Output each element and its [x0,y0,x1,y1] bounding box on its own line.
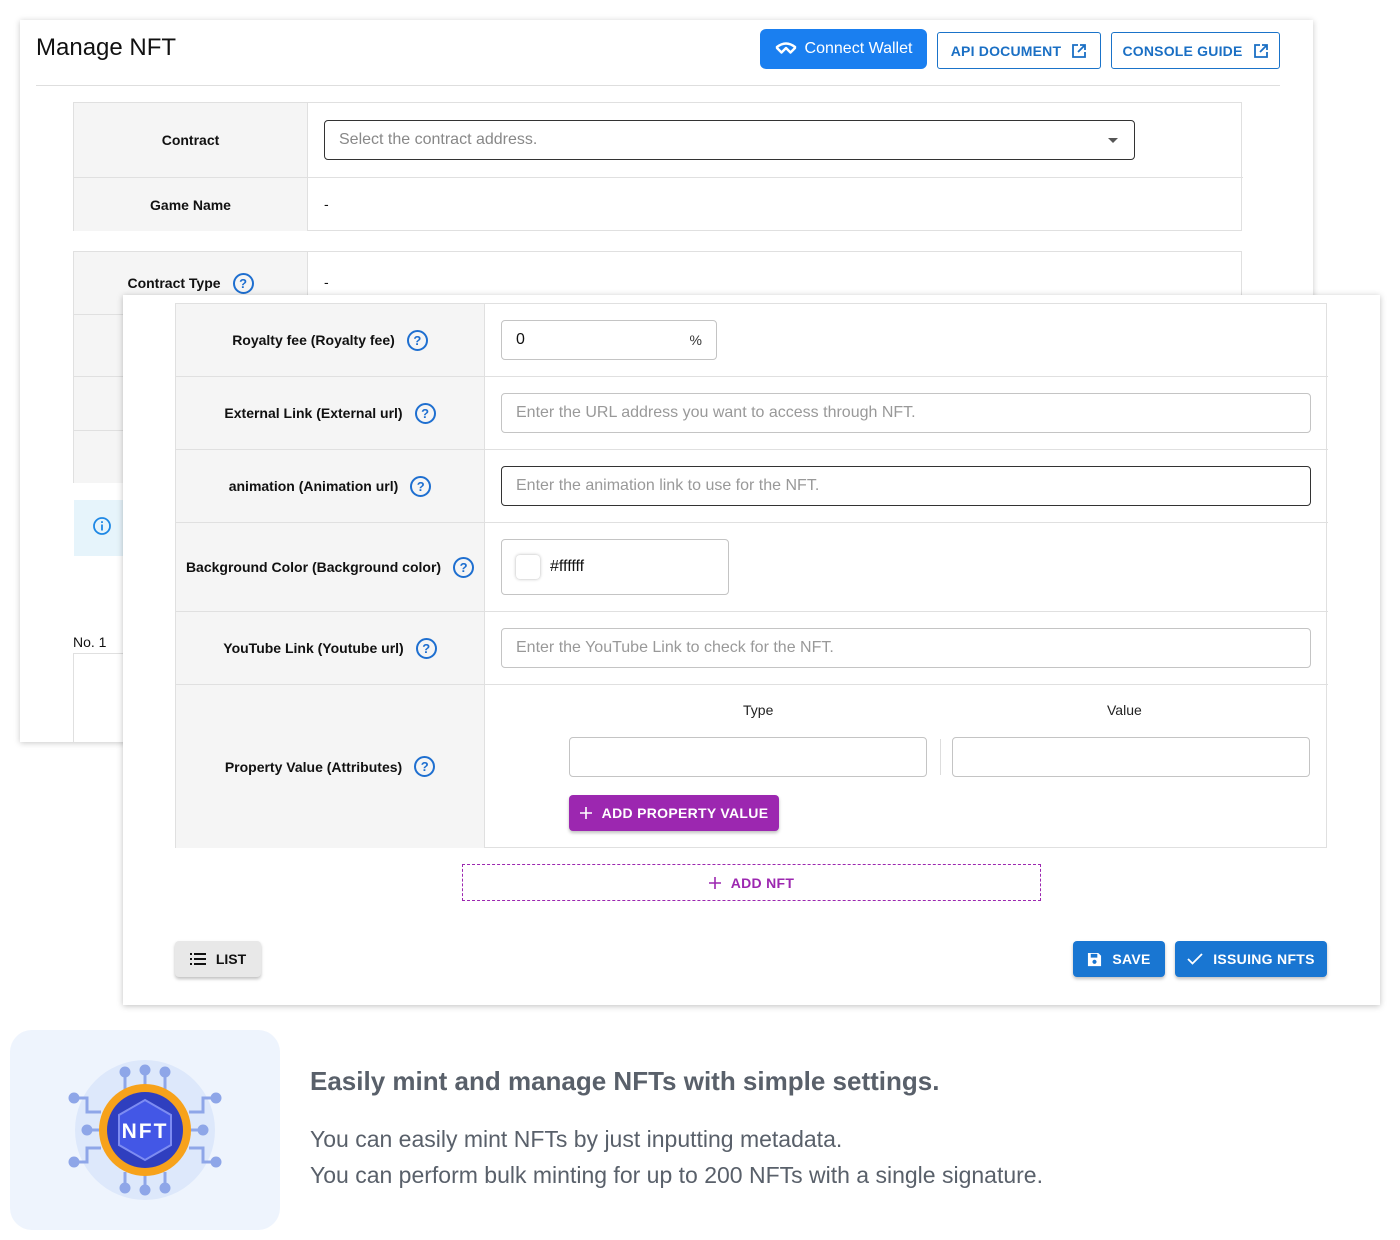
youtube-link-placeholder: Enter the YouTube Link to check for the … [516,639,834,656]
row-divider [176,522,1328,523]
help-icon[interactable]: ? [453,556,475,578]
game-name-value: - [324,196,329,212]
youtube-link-input[interactable]: Enter the YouTube Link to check for the … [501,628,1311,668]
list-label: LIST [215,951,247,967]
youtube-link-label: YouTube Link (Youtube url) ? [176,612,485,684]
nft-feature-card: NFT [10,1030,280,1230]
list-icon [189,953,206,965]
chevron-down-icon [1108,138,1118,143]
title-divider [36,85,1280,86]
external-link-placeholder: Enter the URL address you want to access… [516,404,916,421]
help-icon[interactable]: ? [232,272,254,294]
youtube-link-label-text: YouTube Link (Youtube url) [223,640,404,656]
external-link-label-text: External Link (External url) [224,405,403,421]
wallet-connect-icon [775,42,796,54]
page-title: Manage NFT [36,34,177,61]
info-icon [93,517,111,535]
property-value-input[interactable] [952,737,1310,777]
royalty-label-text: Royalty fee (Royalty fee) [232,332,395,348]
save-label: SAVE [1112,951,1151,967]
feature-title: Easily mint and manage NFTs with simple … [310,1066,940,1096]
animation-label-text: animation (Animation url) [228,478,399,494]
api-document-label: API DOCUMENT [950,42,1062,59]
value-column-header: Value [1107,702,1142,718]
external-link-input[interactable]: Enter the URL address you want to access… [501,393,1311,433]
external-link-icon [1072,43,1087,58]
save-icon [1088,952,1102,966]
type-column-header: Type [743,702,774,718]
connect-wallet-label: Connect Wallet [804,40,913,57]
contract-type-value: - [324,274,329,290]
add-nft-button[interactable]: ADD NFT [462,864,1041,901]
plus-icon [708,876,721,889]
animation-label: animation (Animation url) ? [176,450,485,522]
connect-wallet-button[interactable]: Connect Wallet [760,29,927,69]
help-icon[interactable]: ? [414,402,436,424]
contract-type-label-text: Contract Type [127,275,221,291]
property-type-input[interactable] [569,737,927,777]
check-icon [1187,953,1203,965]
color-swatch[interactable] [516,555,540,579]
help-icon[interactable]: ? [415,637,437,659]
contract-select-placeholder: Select the contract address. [339,131,538,148]
animation-placeholder: Enter the animation link to use for the … [516,477,820,494]
background-color-label-text: Background Color (Background color) [185,559,442,575]
nft-form-panel: Royalty fee (Royalty fee) ? 0 % External… [123,295,1380,1005]
game-name-label-text: Game Name [150,196,231,213]
property-value-label-text: Property Value (Attributes) [224,758,403,775]
api-document-button[interactable]: API DOCUMENT [937,32,1101,69]
row-divider [176,376,1328,377]
game-name-label: Game Name [74,178,308,231]
nft-badge-text: NFT [122,1120,169,1143]
nft-number-label: No. 1 [73,634,107,650]
royalty-value: 0 [516,331,525,348]
help-icon[interactable]: ? [406,329,428,351]
animation-input[interactable]: Enter the animation link to use for the … [501,466,1311,506]
contract-select[interactable]: Select the contract address. [324,120,1135,160]
row-divider [176,611,1328,612]
row-divider [176,449,1328,450]
add-property-value-button[interactable]: ADD PROPERTY VALUE [569,795,779,831]
external-link-label: External Link (External url) ? [176,377,485,449]
contract-table: Contract Game Name - [73,102,1243,231]
external-link-icon [1253,43,1268,58]
issuing-nfts-button[interactable]: ISSUING NFTS [1175,941,1327,977]
add-property-value-label: ADD PROPERTY VALUE [601,805,769,821]
royalty-unit: % [689,332,702,348]
issuing-nfts-label: ISSUING NFTS [1213,951,1315,967]
plus-icon [579,807,592,819]
list-button[interactable]: LIST [175,941,261,977]
feature-description-line-2: You can perform bulk minting for up to 2… [310,1162,1043,1188]
feature-description-line-1: You can easily mint NFTs by just inputti… [310,1126,843,1152]
save-button[interactable]: SAVE [1073,941,1165,977]
help-icon[interactable]: ? [414,756,436,777]
contract-label: Contract [74,103,308,177]
column-divider [940,739,941,775]
help-icon[interactable]: ? [410,475,432,497]
nft-form-table: Royalty fee (Royalty fee) ? 0 % External… [175,303,1328,848]
row-divider [74,177,1243,178]
royalty-input[interactable]: 0 % [501,320,717,360]
nft-chip-icon: NFT [68,1060,222,1200]
console-guide-button[interactable]: CONSOLE GUIDE [1111,32,1280,69]
contract-label-text: Contract [161,132,220,148]
row-divider [176,684,1328,685]
property-value-label: Property Value (Attributes) ? [176,685,485,848]
royalty-label: Royalty fee (Royalty fee) ? [176,304,485,376]
console-guide-label: CONSOLE GUIDE [1122,42,1243,59]
add-nft-label: ADD NFT [730,874,795,891]
background-color-value: #ffffff [550,558,585,575]
background-color-input[interactable]: #ffffff [501,539,729,595]
background-color-label: Background Color (Background color) ? [176,523,485,611]
